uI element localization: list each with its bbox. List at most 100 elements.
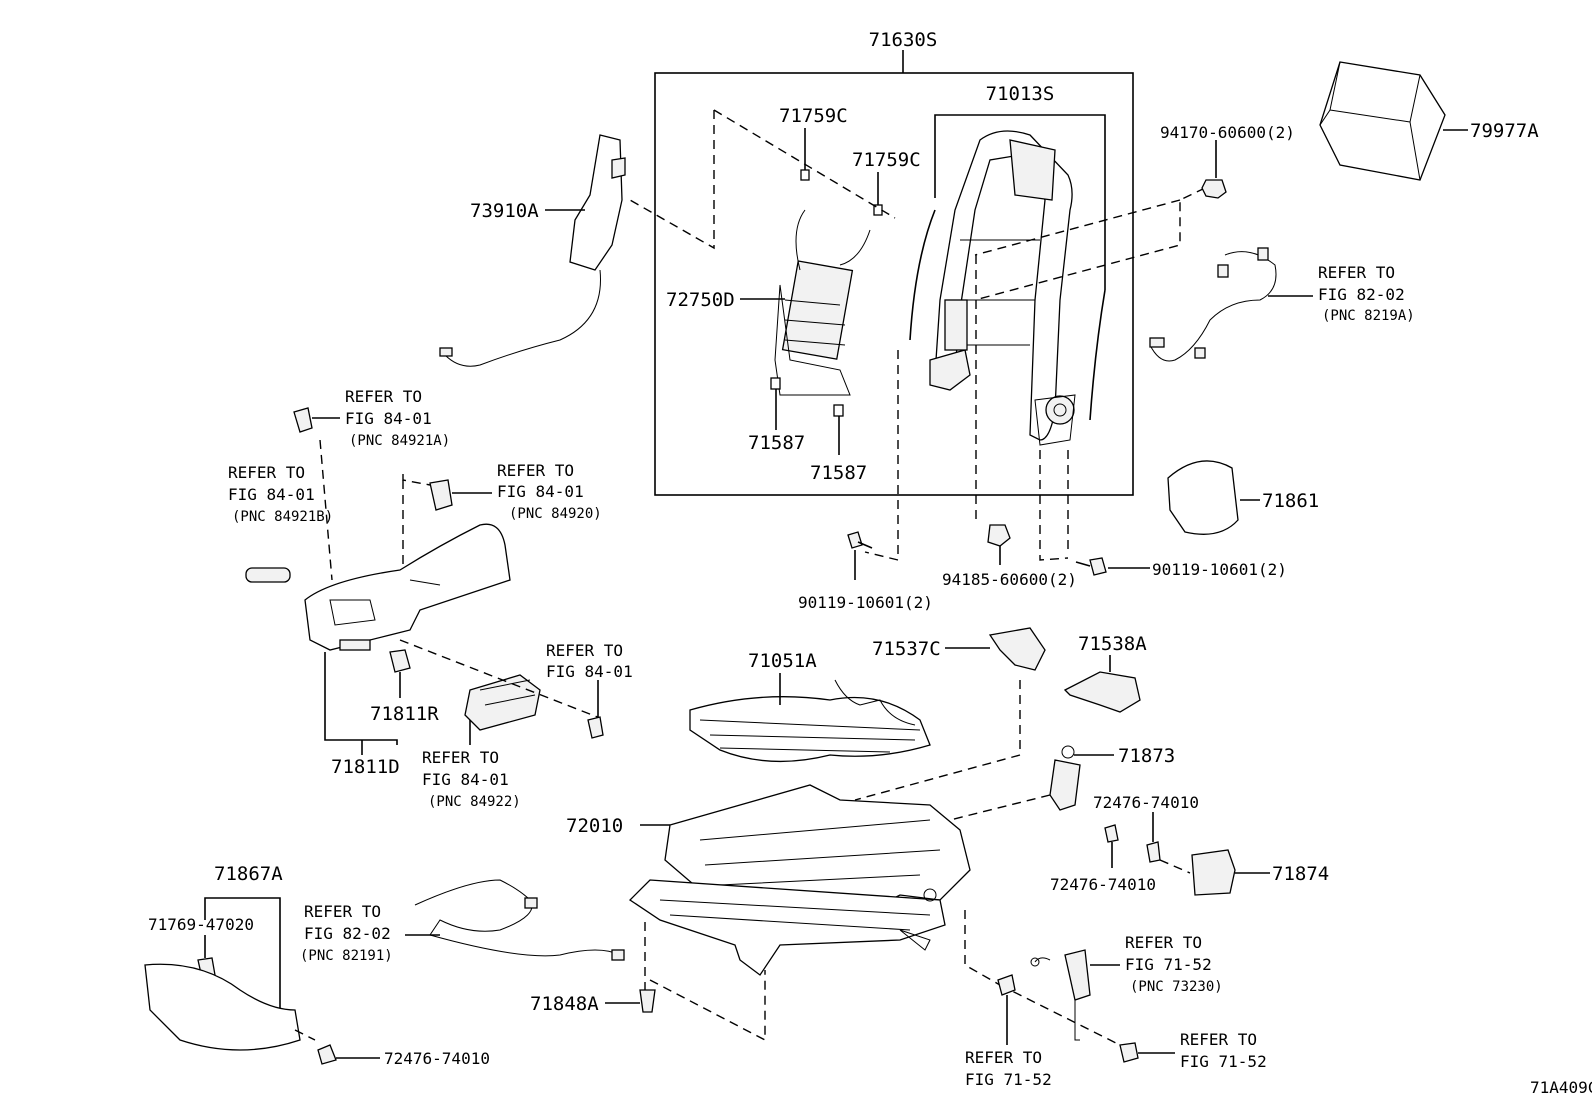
refer-84922-line3: (PNC 84922)	[428, 794, 521, 810]
label-71811R[interactable]: 71811R	[370, 703, 439, 725]
refer-84921A-line2: FIG 84-01	[345, 409, 432, 428]
refer-71-52-a-line2: FIG 71-52	[965, 1070, 1052, 1089]
refer-84922[interactable]: REFER TO FIG 84-01 (PNC 84922)	[422, 748, 521, 810]
nut-94170	[1201, 179, 1227, 199]
switch-84921A	[293, 407, 313, 433]
harness-connector-a	[524, 897, 538, 909]
label-71051A[interactable]: 71051A	[748, 650, 817, 672]
control-module-84922	[464, 674, 541, 731]
label-71867A[interactable]: 71867A	[214, 863, 283, 885]
refer-84920-line2: FIG 84-01	[497, 482, 584, 501]
bracket-71873	[1049, 759, 1081, 811]
dash-94170-b	[974, 199, 1181, 256]
diagram-id: 71A409C	[1530, 1078, 1592, 1097]
refer-73230[interactable]: REFER TO FIG 71-52 (PNC 73230)	[1125, 933, 1223, 995]
label-71874[interactable]: 71874	[1272, 863, 1329, 885]
refer-71-52-a[interactable]: REFER TO FIG 71-52	[965, 1048, 1052, 1089]
headrest-illustration	[1319, 61, 1446, 181]
dash-73910A-to-frame	[629, 110, 715, 250]
refer-82191[interactable]: REFER TO FIG 82-02 (PNC 82191)	[300, 902, 393, 964]
label-72750D[interactable]: 72750D	[666, 289, 735, 311]
bracket-71874	[1191, 849, 1236, 896]
trim-cover-71867A	[144, 963, 301, 1051]
dash-72476-b	[1159, 859, 1191, 874]
clip-71759C-a	[800, 169, 810, 181]
refer-84921A[interactable]: REFER TO FIG 84-01 (PNC 84921A)	[345, 387, 450, 449]
label-71630S[interactable]: 71630S	[869, 29, 938, 51]
backframe-wire-left	[909, 209, 936, 341]
label-71537C[interactable]: 71537C	[872, 638, 941, 660]
refer-8219A[interactable]: REFER TO FIG 82-02 (PNC 8219A)	[1318, 263, 1415, 324]
label-72476-a[interactable]: 72476-74010	[1050, 875, 1156, 894]
label-71587-b[interactable]: 71587	[810, 462, 867, 484]
bolt-90119-left	[847, 531, 873, 549]
refer-84921A-line1: REFER TO	[345, 387, 422, 406]
refer-84-01[interactable]: REFER TO FIG 84-01	[546, 641, 633, 681]
switch-84921B	[245, 567, 291, 583]
refer-73230-line2: FIG 71-52	[1125, 955, 1212, 974]
label-71848A[interactable]: 71848A	[530, 993, 599, 1015]
refer-71-52-b[interactable]: REFER TO FIG 71-52	[1180, 1030, 1267, 1071]
refer-84-01-line2: FIG 84-01	[546, 662, 633, 681]
bracket-71538A	[1063, 671, 1141, 713]
refer-8219A-line3: (PNC 8219A)	[1322, 308, 1415, 324]
label-94170[interactable]: 94170-60600(2)	[1160, 123, 1295, 142]
label-90119-right[interactable]: 90119-10601(2)	[1152, 560, 1287, 579]
refer-73230-line3: (PNC 73230)	[1130, 979, 1223, 995]
label-72010[interactable]: 72010	[566, 815, 623, 837]
backframe-wire-right	[1089, 289, 1106, 421]
dash-94170	[974, 187, 1206, 301]
refer-71-52-a-line1: REFER TO	[965, 1048, 1042, 1067]
bolt-72476-c	[317, 1044, 337, 1065]
bolt-72476-b	[1146, 841, 1161, 863]
bracket-71867A	[204, 897, 281, 1015]
bracket-71537C	[988, 627, 1046, 671]
clip-71587-a	[770, 377, 781, 390]
refer-84921A-line3: (PNC 84921A)	[349, 433, 450, 449]
label-71861[interactable]: 71861	[1262, 490, 1319, 512]
label-71873[interactable]: 71873	[1118, 745, 1175, 767]
refer-84921B-line1: REFER TO	[228, 463, 305, 482]
label-71769[interactable]: 71769-47020	[148, 915, 254, 934]
label-71811D[interactable]: 71811D	[331, 756, 400, 778]
refer-71-52-b-line1: REFER TO	[1180, 1030, 1257, 1049]
label-79977A[interactable]: 79977A	[1470, 120, 1539, 142]
pin-71848A	[639, 989, 656, 1013]
label-90119-left[interactable]: 90119-10601(2)	[798, 593, 933, 612]
label-71538A[interactable]: 71538A	[1078, 633, 1147, 655]
dash-72476-c	[294, 1029, 316, 1041]
label-72476-c[interactable]: 72476-74010	[384, 1049, 490, 1068]
cushion-spring-illustration	[689, 679, 931, 763]
refer-84920[interactable]: REFER TO FIG 84-01 (PNC 84920)	[497, 461, 602, 522]
dash-90119-right-a	[1039, 450, 1069, 561]
seatbelt-buckle-illustration	[1030, 949, 1091, 1041]
label-71013S[interactable]: 71013S	[986, 83, 1055, 105]
refer-8219A-line2: FIG 82-02	[1318, 285, 1405, 304]
backrest-harness-illustration	[1149, 247, 1277, 362]
refer-84920-line1: REFER TO	[497, 461, 574, 480]
switch-84920	[429, 479, 453, 511]
refer-84922-line1: REFER TO	[422, 748, 499, 767]
label-73910A[interactable]: 73910A	[470, 200, 539, 222]
dash-rail-right	[964, 910, 1001, 986]
dash-rail-71848A	[649, 970, 766, 1042]
lumbar-support-illustration	[774, 209, 871, 396]
side-cover-illustration	[304, 523, 511, 651]
seatback-assembly-frame	[654, 72, 1134, 496]
label-72476-b[interactable]: 72476-74010	[1093, 793, 1199, 812]
refer-82191-line1: REFER TO	[304, 902, 381, 921]
refer-82191-line2: FIG 82-02	[304, 924, 391, 943]
refer-84-01-line1: REFER TO	[546, 641, 623, 660]
screw-84-01	[587, 716, 604, 739]
refer-84922-line2: FIG 84-01	[422, 770, 509, 789]
refer-84920-line3: (PNC 84920)	[509, 506, 602, 522]
dash-rail-7152	[999, 984, 1121, 1046]
label-71759C-a[interactable]: 71759C	[779, 105, 848, 127]
bolt-72476-a	[1104, 824, 1119, 843]
label-71759C-b[interactable]: 71759C	[852, 149, 921, 171]
label-94185[interactable]: 94185-60600(2)	[942, 570, 1077, 589]
label-71587-a[interactable]: 71587	[748, 432, 805, 454]
refer-84921B[interactable]: REFER TO FIG 84-01 (PNC 84921B)	[228, 463, 333, 525]
